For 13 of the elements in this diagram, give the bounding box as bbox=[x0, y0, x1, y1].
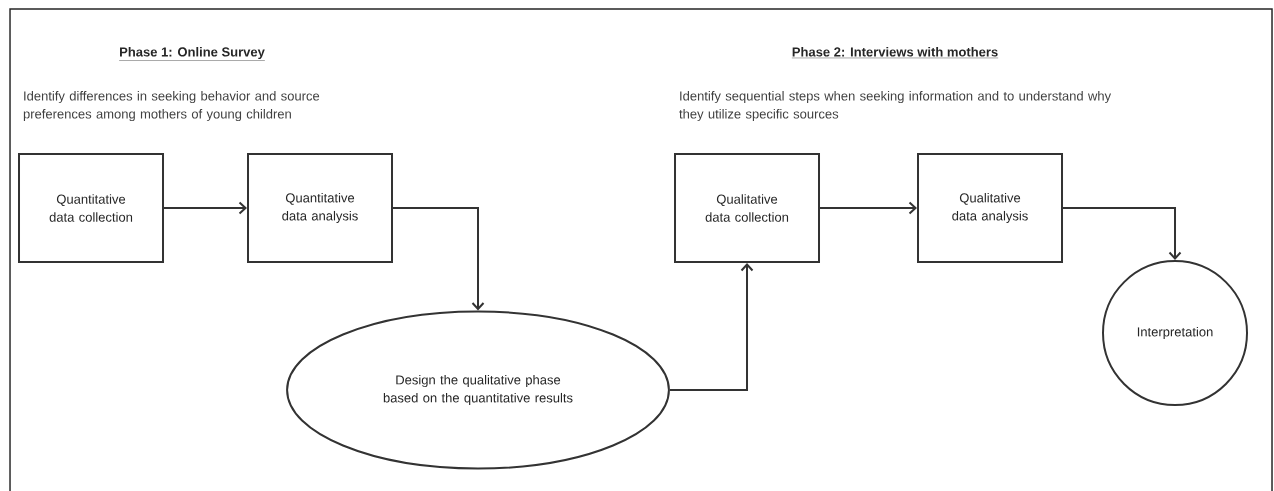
arrow bbox=[819, 201, 917, 215]
process-box: Qualitative data collection bbox=[674, 153, 820, 263]
process-box: Quantitative data collection bbox=[18, 153, 164, 263]
phase-heading: Phase 2: Interviews with mothers bbox=[791, 47, 999, 59]
process-box: Qualitative data analysis bbox=[917, 153, 1063, 263]
arrow bbox=[163, 201, 247, 215]
description-text: Identify differences in seeking behavior and source preferences among mothers of young children bbox=[23, 91, 320, 122]
description-text: Identify sequential steps when seeking information and to understand why they utilize specific sources bbox=[679, 91, 1112, 122]
arrow bbox=[1062, 207, 1182, 260]
arrow bbox=[392, 207, 485, 311]
process-box: Quantitative data analysis bbox=[247, 153, 393, 263]
arrow bbox=[668, 263, 754, 391]
phase-heading: Phase 1: Online Survey bbox=[118, 47, 266, 61]
